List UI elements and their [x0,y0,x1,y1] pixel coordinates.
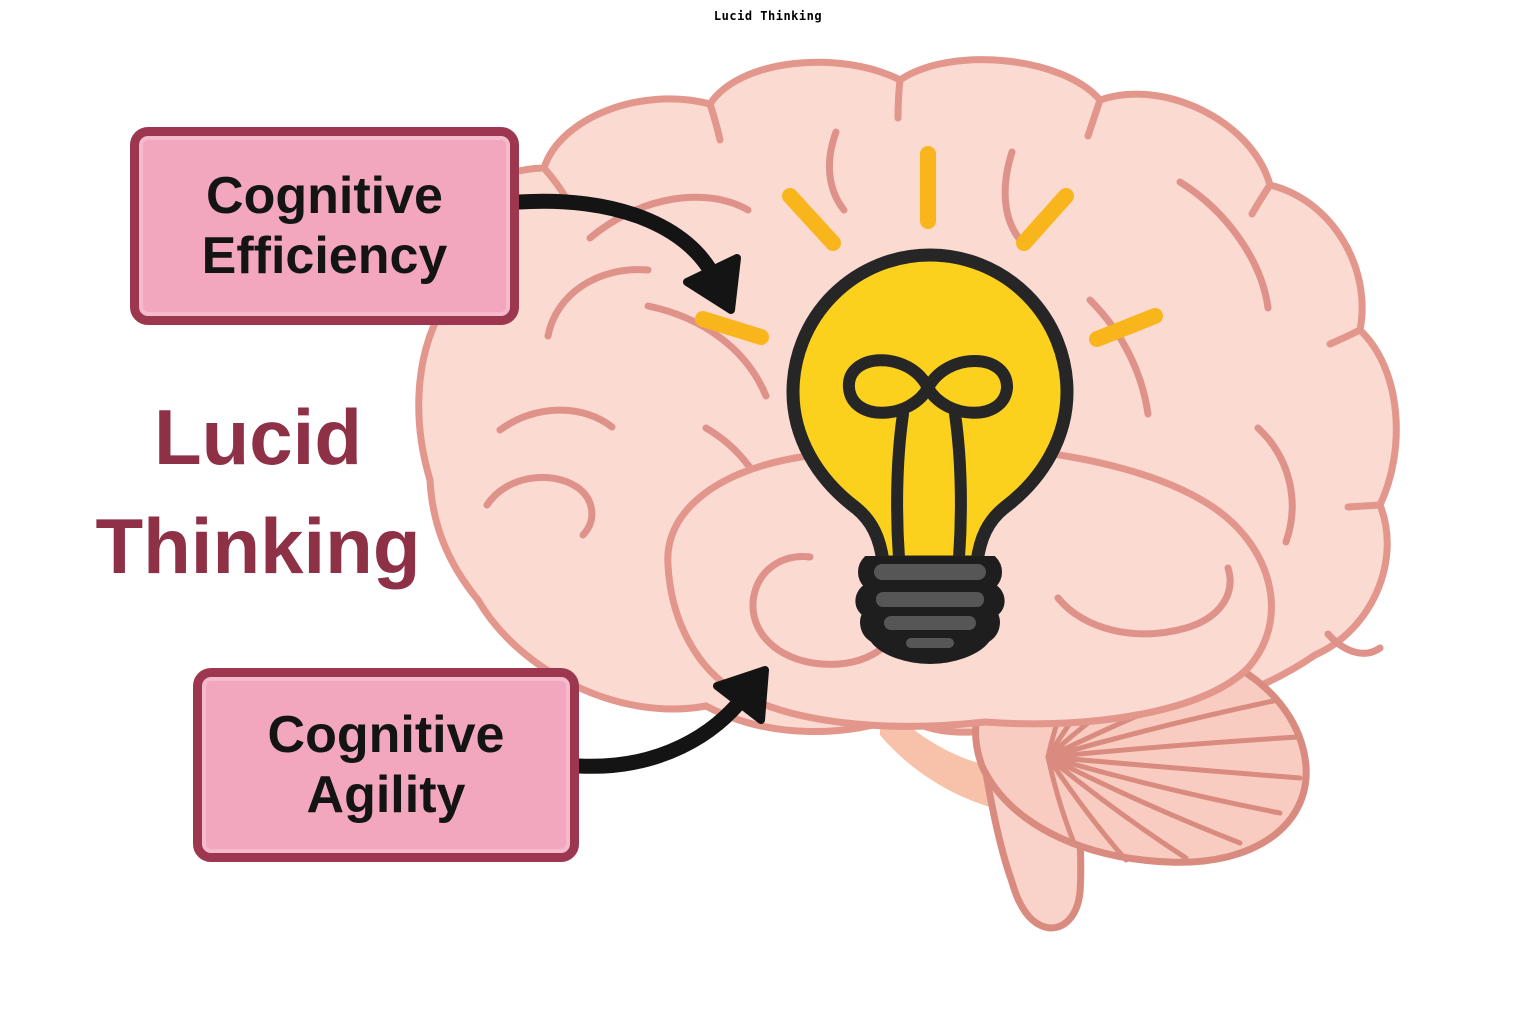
heading-line-1: Lucid [154,393,362,481]
heading-line-2: Thinking [95,502,421,591]
arrow-cognitive-efficiency [511,193,741,314]
efficiency-label-line-1: Cognitive [206,166,443,225]
temporal-lobe-folds [749,553,1234,668]
arrowhead-agility [713,666,769,724]
ray-left [695,311,769,345]
agility-label-line-1: Cognitive [267,705,505,764]
main-heading: Lucid Thinking [48,383,468,601]
cerebrum-folds [483,128,1384,657]
label-cognitive-efficiency: Cognitive Efficiency [130,127,519,325]
bulb-filament [843,354,1014,564]
bulb-base [855,556,1005,664]
ray-upper-left [782,188,841,251]
ray-right [1089,308,1163,347]
efficiency-label-line-2: Efficiency [201,227,448,285]
light-rays-icon [695,146,1163,347]
label-cognitive-agility: Cognitive Agility [193,668,579,862]
bulb-glass [786,248,1074,569]
arrow-cognitive-agility [571,666,769,774]
lightbulb-icon [786,248,1074,664]
agility-label-line-2: Agility [306,766,466,824]
ray-upper-right [1016,188,1074,251]
page-title: Lucid Thinking [713,9,823,23]
arrowhead-efficiency [683,254,741,314]
